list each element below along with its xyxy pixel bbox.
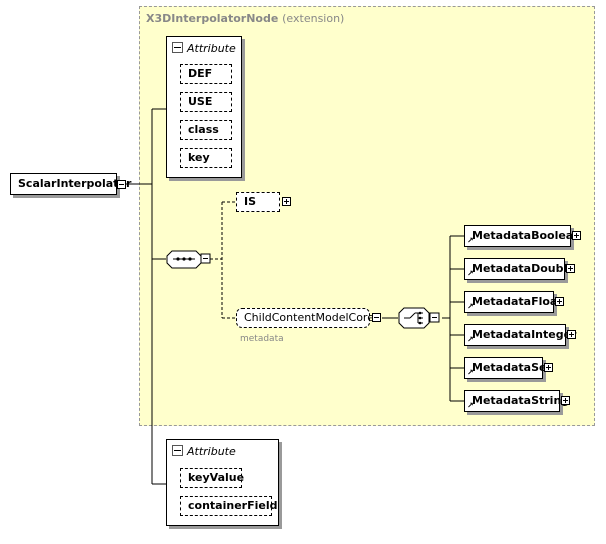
attribute-use[interactable]: USE [180, 92, 232, 112]
expand-icon[interactable] [544, 363, 553, 372]
collapse-icon[interactable] [172, 42, 183, 53]
root-label: ScalarInterpolator [18, 177, 132, 190]
attribute-group-2: Attribute keyValue containerField [166, 439, 279, 526]
choice-compositor [398, 307, 440, 329]
expand-icon[interactable] [561, 396, 570, 405]
metadata-float[interactable]: ↗ MetadataFloat [464, 291, 563, 313]
attribute-group-1: Attribute DEF USE class key [166, 36, 242, 178]
extension-name: X3DInterpolatorNode [146, 12, 279, 25]
attribute-key[interactable]: key [180, 148, 232, 168]
extension-title: X3DInterpolatorNode (extension) [146, 12, 344, 25]
reference-arrow-icon: ↗ [467, 368, 474, 377]
metadata-set[interactable]: ↗ MetadataSet [464, 357, 552, 379]
group-ref-childcontentmodelcore[interactable]: ChildContentModelCore [236, 308, 374, 328]
reference-arrow-icon: ↗ [467, 302, 474, 311]
collapse-icon[interactable] [117, 180, 126, 189]
expand-icon[interactable] [567, 330, 576, 339]
expand-icon[interactable] [566, 264, 575, 273]
collapse-icon[interactable] [172, 445, 183, 456]
group-caption: metadata [240, 334, 284, 344]
attribute-group-header: Attribute [172, 42, 236, 55]
expand-icon[interactable] [572, 231, 581, 240]
metadata-string[interactable]: ↗ MetadataString [464, 390, 569, 412]
metadata-double[interactable]: ↗ MetadataDouble [464, 258, 575, 280]
attribute-containerfield[interactable]: containerField [180, 496, 277, 516]
is-element[interactable]: IS [236, 192, 280, 212]
reference-arrow-icon: ↗ [467, 236, 474, 245]
root-element[interactable]: ScalarInterpolator [10, 173, 131, 195]
expand-icon[interactable] [282, 197, 291, 206]
reference-arrow-icon: ↗ [467, 269, 474, 278]
attribute-class[interactable]: class [180, 120, 232, 140]
attribute-def[interactable]: DEF [180, 64, 232, 84]
collapse-icon[interactable] [372, 313, 381, 322]
reference-arrow-icon: ↗ [467, 401, 474, 410]
metadata-integer[interactable]: ↗ MetadataInteger [464, 324, 576, 346]
attribute-keyvalue[interactable]: keyValue [180, 468, 244, 488]
sequence-compositor [166, 250, 211, 269]
expand-icon[interactable] [555, 297, 564, 306]
metadata-boolean[interactable]: ↗ MetadataBoolean [464, 225, 581, 247]
attribute-group-header: Attribute [172, 445, 236, 458]
extension-subtitle: (extension) [282, 12, 345, 25]
reference-arrow-icon: ↗ [467, 335, 474, 344]
